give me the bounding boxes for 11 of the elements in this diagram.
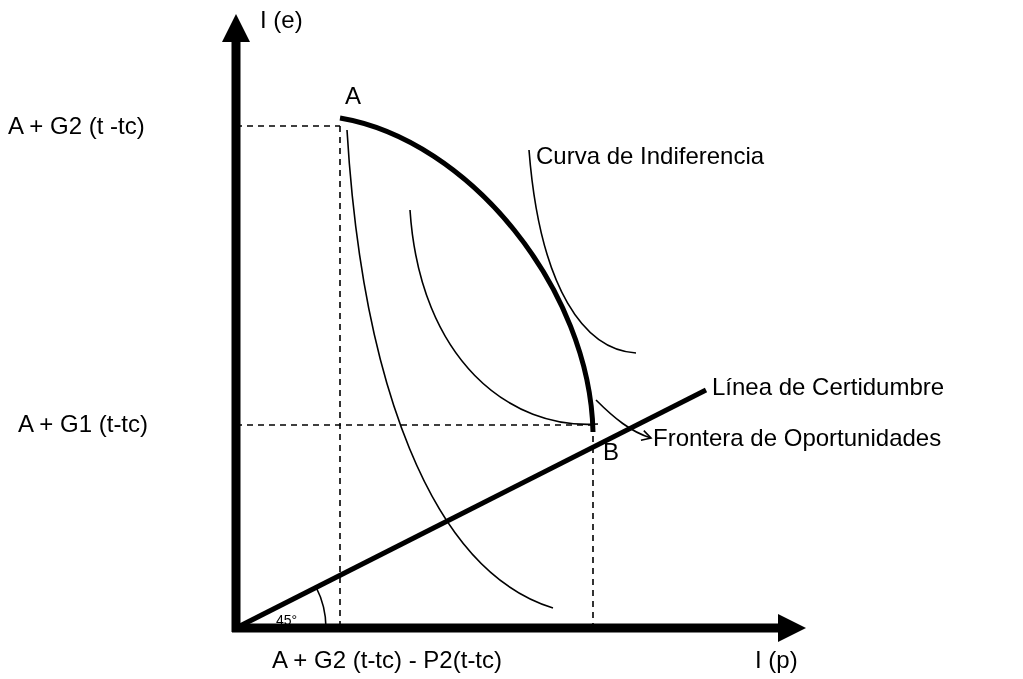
axis-label: I (p) — [755, 648, 798, 672]
axis-label: I (e) — [260, 8, 303, 32]
curve-label: Frontera de Oportunidades — [653, 426, 942, 450]
line-label: Línea de Certidumbre — [712, 375, 945, 399]
point-label: A — [345, 84, 361, 108]
leader-arrow — [595, 399, 652, 441]
point-label: B — [603, 440, 619, 464]
axis-value-label: A + G2 (t -tc) — [8, 114, 145, 138]
axis-value-label: A + G1 (t-tc) — [18, 412, 149, 436]
curve-label: Curva de Indiferencia — [536, 144, 765, 168]
axis-value-label: A + G2 (t-tc) - P2(t-tc) — [272, 648, 503, 672]
